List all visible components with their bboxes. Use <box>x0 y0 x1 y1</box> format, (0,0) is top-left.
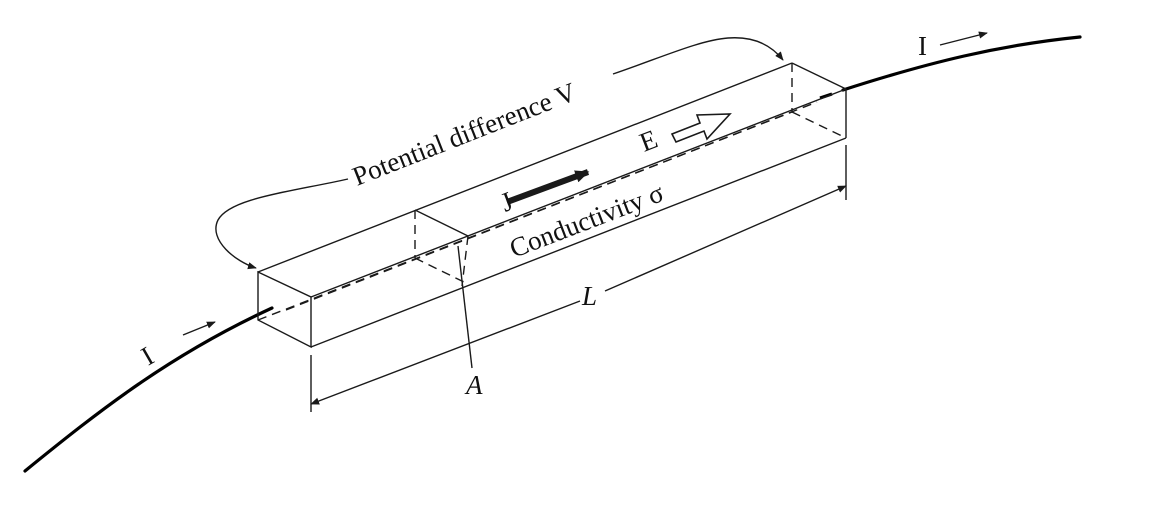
right-wire <box>841 35 1082 92</box>
current-label-right: I <box>918 31 927 61</box>
cross-section-front <box>461 235 469 287</box>
current-arrow-left <box>182 321 216 336</box>
area-label: A <box>464 370 483 400</box>
left-wire <box>23 306 274 473</box>
bar-bottom-front-edge <box>310 137 847 348</box>
field-label: E <box>635 124 661 158</box>
cross-section-top <box>414 209 469 237</box>
potential-label: Potential difference V <box>348 76 580 191</box>
potential-brace-left <box>215 178 349 270</box>
area-leader <box>457 245 473 369</box>
hidden-edges <box>257 63 847 321</box>
bar-top-front-edge <box>310 88 847 298</box>
length-label: L <box>581 281 597 311</box>
current-label-left: I <box>136 341 159 371</box>
bar-top-back-edge <box>257 62 793 273</box>
current-density-arrow <box>505 169 590 205</box>
length-dimension-right <box>604 185 847 292</box>
conductor-bar <box>257 62 847 349</box>
bar-end-top-edge <box>791 62 847 90</box>
potential-brace-right <box>612 37 784 75</box>
cross-section-bottom <box>414 257 469 285</box>
field-arrow <box>670 113 732 144</box>
cross-section <box>414 209 473 369</box>
bar-end-bottom-hidden <box>791 111 847 139</box>
current-arrow-right <box>939 31 988 46</box>
bar-axis-hidden <box>285 101 818 311</box>
length-dimension-left <box>310 300 581 405</box>
